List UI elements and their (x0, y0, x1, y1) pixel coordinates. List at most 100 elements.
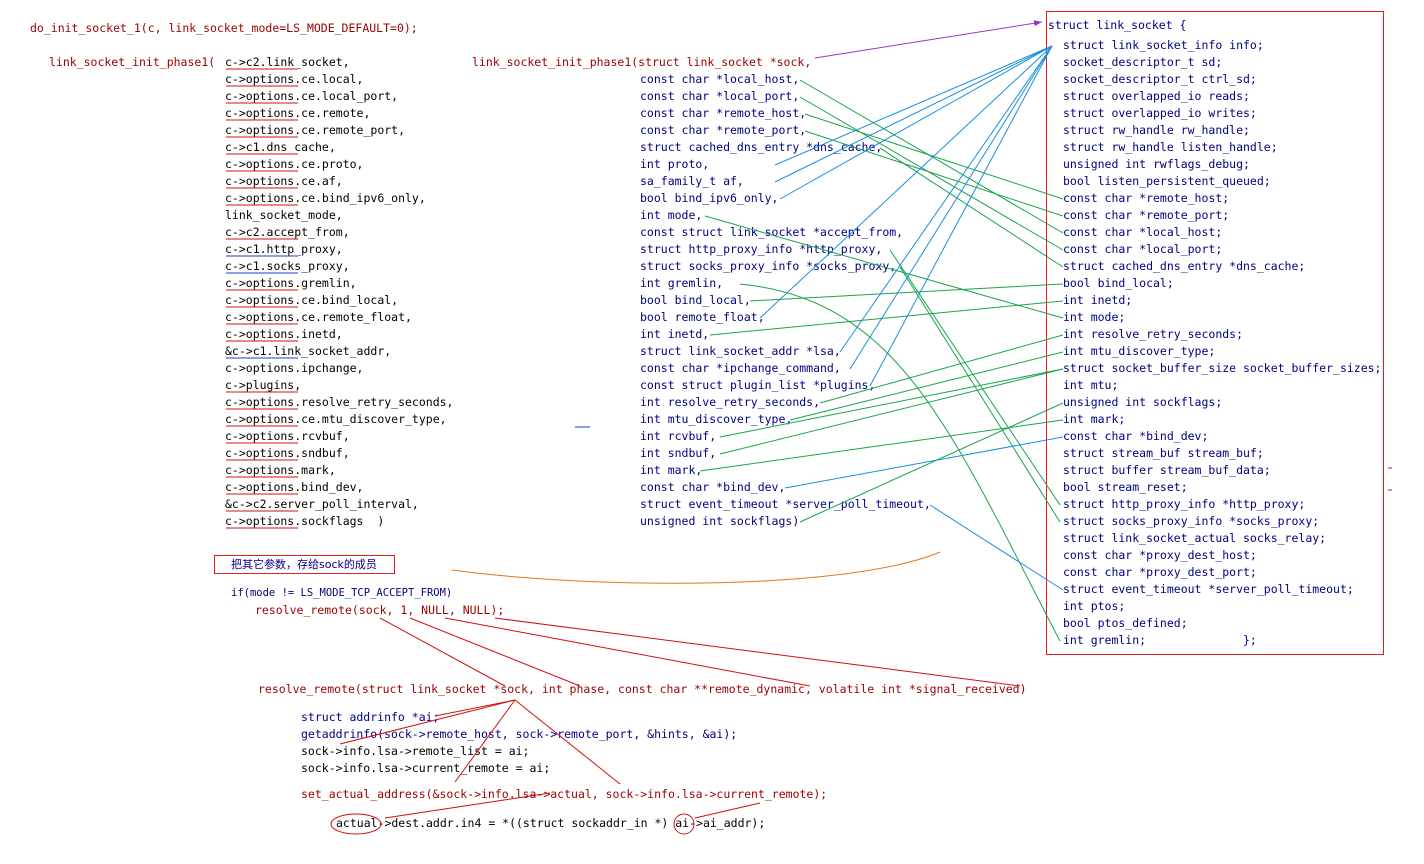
struct-member-6: struct rw_handle listen_handle; (1063, 140, 1278, 154)
call-arg-19: c->plugins, (225, 378, 302, 392)
struct-member-30: const char *proxy_dest_host; (1063, 548, 1257, 562)
signature-param-3: const char *remote_port, (640, 123, 807, 137)
signature-param-24: const char *bind_dev, (640, 480, 786, 494)
signature-param-19: int resolve_retry_seconds, (640, 395, 821, 409)
call-arg-10: c->c2.accept_from, (225, 225, 350, 239)
sock-to-struct-arrow (814, 20, 1043, 59)
call-arg-0: c->c2.link_socket, (225, 55, 350, 69)
green-wire-7 (709, 300, 1064, 336)
blue-wire-2 (779, 45, 1053, 200)
green-wire-5 (704, 215, 1064, 319)
signature-param-16: struct link_socket_addr *lsa, (640, 344, 841, 358)
call-arg-24: c->options.mark, (225, 463, 336, 477)
struct-member-27: struct http_proxy_info *http_proxy; (1063, 497, 1306, 511)
struct-member-22: int mark; (1063, 412, 1126, 426)
resolve-remote-signature: resolve_remote(struct link_socket *sock,… (258, 682, 1027, 696)
struct-member-13: struct cached_dns_entry *dns_cache; (1063, 259, 1306, 273)
call-arg-17: &c->c1.link_socket_addr, (225, 344, 392, 358)
blue-wire-4 (839, 45, 1053, 353)
struct-member-16: int mode; (1063, 310, 1126, 324)
gremlin-wire (739, 283, 1061, 642)
signature-param-23: int mark, (640, 463, 703, 477)
signature-param-10: struct http_proxy_info *http_proxy, (640, 242, 883, 256)
body-line-5: set_actual_address(&sock->info.lsa->actu… (301, 787, 828, 801)
signature-param-7: bool bind_ipv6_only, (640, 191, 779, 205)
call-arg-6: c->options.ce.proto, (225, 157, 364, 171)
actual-link (384, 792, 551, 819)
struct-member-14: bool bind_local; (1063, 276, 1174, 290)
bind-dev-wire (784, 436, 1064, 489)
call-arg-20: c->options.resolve_retry_seconds, (225, 395, 454, 409)
blue-wire-0 (774, 45, 1053, 166)
struct-member-15: int inetd; (1063, 293, 1133, 307)
blue-wire-5 (849, 45, 1053, 370)
call-arg-8: c->options.ce.bind_ipv6_only, (225, 191, 426, 205)
signature-param-12: int gremlin, (640, 276, 724, 290)
struct-member-2: socket_descriptor_t ctrl_sd; (1063, 72, 1257, 86)
ai-circle (673, 813, 695, 835)
do-init-socket-call: do_init_socket_1(c, link_socket_mode=LS_… (30, 21, 418, 35)
resolve-arg-sock (379, 617, 506, 687)
note-arrow (451, 551, 941, 584)
resolve-arg-remote (444, 617, 811, 687)
struct-member-31: const char *proxy_dest_port; (1063, 565, 1257, 579)
signature-param-5: int proto, (640, 157, 710, 171)
green-wire-4 (879, 147, 1064, 268)
green-wire-9 (789, 351, 1064, 421)
green-wire-10 (719, 368, 1064, 438)
struct-member-25: struct buffer stream_buf_data; (1063, 463, 1271, 477)
signature-param-20: int mtu_discover_type, (640, 412, 793, 426)
struct-member-4: struct overlapped_io writes; (1063, 106, 1257, 120)
green-wire-3 (804, 130, 1064, 217)
call-arg-12: c->c1.socks_proxy, (225, 259, 350, 273)
struct-member-26: bool stream_reset; (1063, 480, 1188, 494)
if-line: if(mode != LS_MODE_TCP_ACCEPT_FROM) (231, 587, 453, 599)
struct-member-19: struct socket_buffer_size socket_buffer_… (1063, 361, 1382, 375)
call-arg-9: link_socket_mode, (225, 208, 343, 222)
call-arg-22: c->options.rcvbuf, (225, 429, 350, 443)
green-wire-12 (699, 419, 1064, 472)
signature-param-17: const char *ipchange_command, (640, 361, 841, 375)
resolve-arg-signal (494, 617, 1021, 687)
sock-to-ai (434, 699, 516, 717)
green-wire-11 (719, 368, 1064, 455)
call-arg-4: c->options.ce.remote_port, (225, 123, 406, 137)
signature-param-21: int rcvbuf, (640, 429, 717, 443)
green-wire-13 (799, 402, 1064, 523)
signature-param-11: struct socks_proxy_info *socks_proxy, (640, 259, 897, 273)
call-arg-27: c->options.sockflags ) (225, 514, 385, 528)
struct-member-21: unsigned int sockflags; (1063, 395, 1223, 409)
struct-member-24: struct stream_buf stream_buf; (1063, 446, 1264, 460)
server-poll-wire (929, 504, 1064, 591)
signature-param-18: const struct plugin_list *plugins, (640, 378, 876, 392)
green-wire-1 (799, 96, 1064, 251)
signature-param-2: const char *remote_host, (640, 106, 807, 120)
sock-to-set-actual (454, 699, 516, 783)
ai-link (694, 802, 761, 819)
struct-member-11: const char *local_host; (1063, 225, 1223, 239)
resolve-arg-phase (409, 617, 581, 687)
call-arg-23: c->options.sndbuf, (225, 446, 350, 460)
green-wire-6 (749, 283, 1064, 302)
struct-member-0: struct link_socket_info info; (1063, 38, 1264, 52)
body-line-6: actual->dest.addr.in4 = *((struct sockad… (336, 816, 766, 830)
struct-member-1: socket_descriptor_t sd; (1063, 55, 1223, 69)
note-box: 把其它参数，存给sock的成员 (214, 555, 395, 574)
struct-member-18: int mtu_discover_type; (1063, 344, 1216, 358)
phase1-call-name: link_socket_init_phase1( (49, 55, 216, 69)
call-arg-18: c->options.ipchange, (225, 361, 364, 375)
call-arg-25: c->options.bind_dev, (225, 480, 364, 494)
signature-param-6: sa_family_t af, (640, 174, 744, 188)
struct-member-32: struct event_timeout *server_poll_timeou… (1063, 582, 1354, 596)
struct-member-8: bool listen_persistent_queued; (1063, 174, 1271, 188)
green-wire-8 (819, 334, 1064, 404)
green-wire-0 (799, 79, 1064, 234)
struct-member-28: struct socks_proxy_info *socks_proxy; (1063, 514, 1320, 528)
call-arg-2: c->options.ce.local_port, (225, 89, 399, 103)
body-line-3: sock->info.lsa->remote_list = ai; (301, 744, 530, 758)
struct-member-12: const char *local_port; (1063, 242, 1223, 256)
signature-param-15: int inetd, (640, 327, 710, 341)
call-arg-7: c->options.ce.af, (225, 174, 343, 188)
phase1-signature-name: link_socket_init_phase1(struct link_sock… (472, 55, 812, 69)
